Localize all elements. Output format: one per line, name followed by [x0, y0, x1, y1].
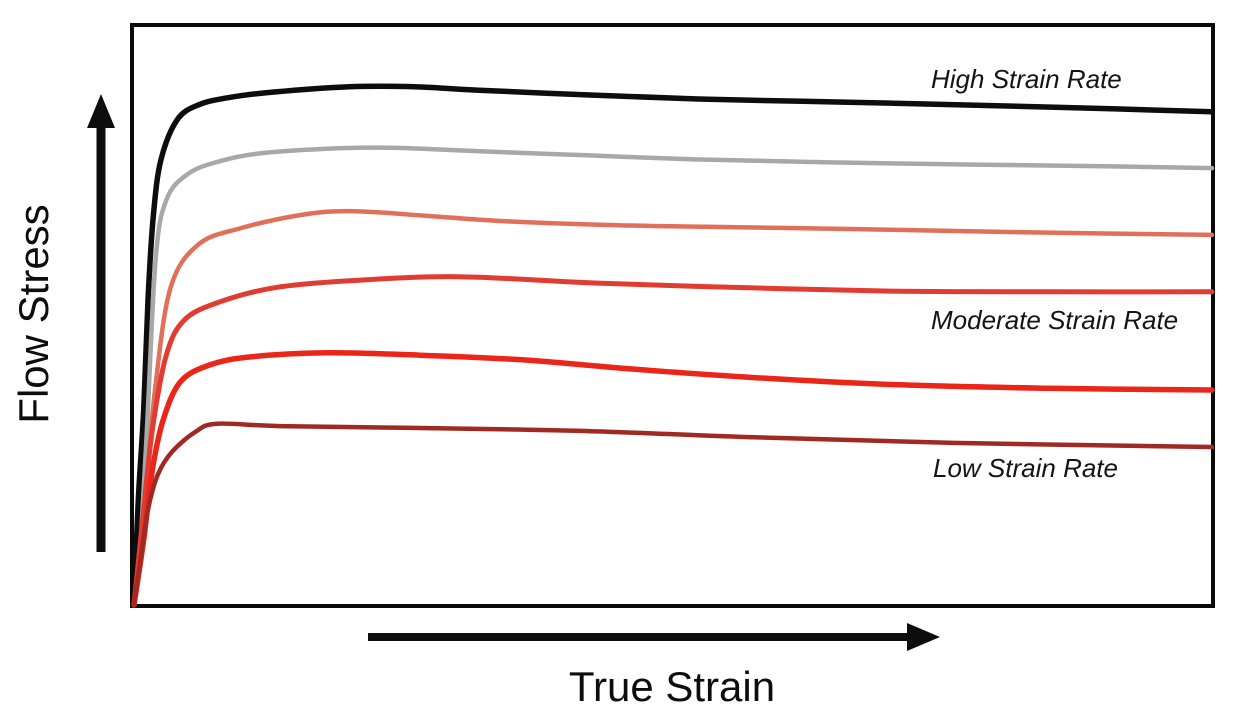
- y-axis-arrowhead-icon: [87, 94, 115, 128]
- x-axis-label: True Strain: [568, 663, 776, 710]
- x-axis-arrow: [368, 623, 940, 651]
- curve-rate-2-gray: [131, 145, 1215, 608]
- label-high-strain-rate: High Strain Rate: [931, 64, 1122, 94]
- y-axis-arrow: [87, 94, 115, 552]
- curve-rate-5-bright-red: [131, 350, 1215, 608]
- x-axis-arrowhead-icon: [907, 623, 940, 651]
- curve-low-strain-rate: [131, 421, 1215, 608]
- plot-border-box: [130, 23, 1215, 608]
- curve-high-strain-rate: [131, 83, 1215, 608]
- label-moderate-strain-rate: Moderate Strain Rate: [931, 305, 1179, 335]
- y-axis-label: Flow Stress: [10, 204, 57, 424]
- curve-rate-3-salmon: [131, 208, 1215, 608]
- label-low-strain-rate: Low Strain Rate: [933, 453, 1118, 483]
- curve-moderate-strain-rate: [131, 274, 1215, 608]
- curves-group: [131, 83, 1215, 608]
